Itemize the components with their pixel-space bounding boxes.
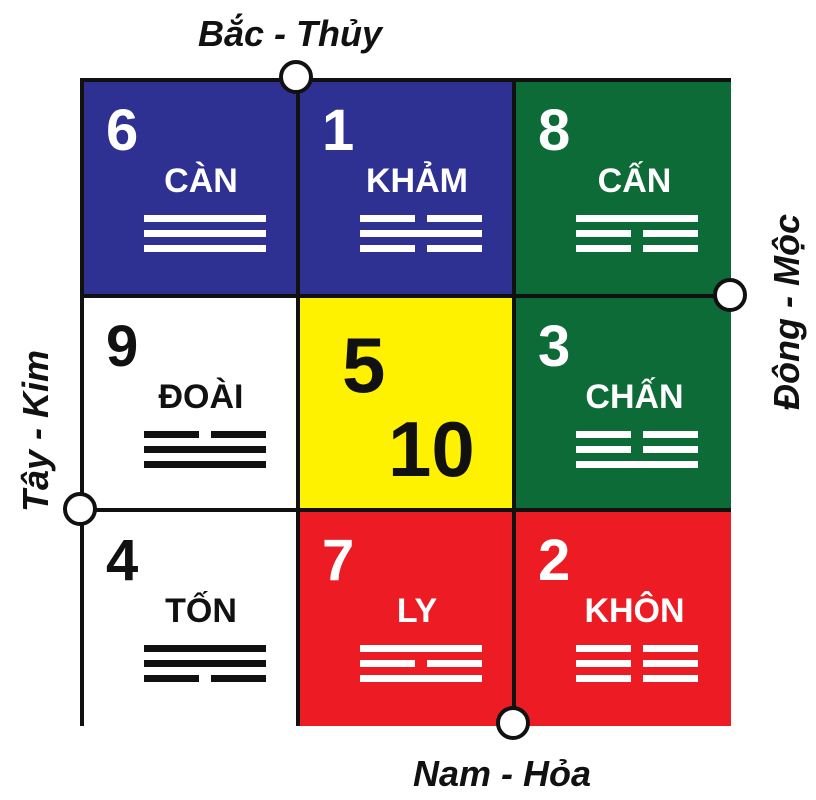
trigram-name: CẤN xyxy=(597,162,672,200)
trigram-name: TỐN xyxy=(165,592,237,630)
trigram-icon xyxy=(144,215,266,253)
trigram-broken-line-segment xyxy=(427,660,482,667)
trigram-broken-line-segment xyxy=(576,230,631,237)
trigram-name: ĐOÀI xyxy=(158,378,244,416)
trigram-solid-line xyxy=(144,230,266,237)
direction-label-north: Bắc - Thủy xyxy=(198,13,383,54)
cell-number: 1 xyxy=(322,98,355,163)
trigram-name: CHẤN xyxy=(585,378,684,416)
north-marker-circle xyxy=(279,60,313,94)
center-number-primary: 5 xyxy=(342,321,386,409)
trigram-solid-line xyxy=(144,245,266,252)
trigram-name: KHẢM xyxy=(366,162,468,200)
trigram-solid-line xyxy=(144,461,266,468)
east-marker-circle xyxy=(713,278,747,312)
cell-number: 7 xyxy=(322,528,355,593)
trigram-icon xyxy=(144,645,266,683)
trigram-icon xyxy=(576,431,698,469)
trigram-broken-line-segment xyxy=(427,245,482,252)
trigram-broken-line-segment xyxy=(576,446,631,453)
trigram-broken-line-segment xyxy=(360,215,415,222)
direction-label-west: Tây - Kim xyxy=(15,349,56,512)
trigram-broken-line-segment xyxy=(643,675,698,682)
cell-number: 8 xyxy=(538,98,571,163)
trigram-name: CÀN xyxy=(164,162,238,200)
trigram-broken-line-segment xyxy=(427,215,482,222)
trigram-solid-line xyxy=(576,461,698,468)
trigram-solid-line xyxy=(360,230,482,237)
trigram-broken-line-segment xyxy=(576,431,631,438)
trigram-broken-line-segment xyxy=(211,431,266,438)
trigram-icon xyxy=(360,645,482,683)
trigram-broken-line-segment xyxy=(144,675,199,682)
direction-label-south: Nam - Hỏa xyxy=(413,753,592,794)
cell-number: 3 xyxy=(538,314,571,379)
trigram-broken-line-segment xyxy=(643,660,698,667)
trigram-broken-line-segment xyxy=(643,230,698,237)
trigram-icon xyxy=(576,645,698,683)
trigram-broken-line-segment xyxy=(643,645,698,652)
trigram-broken-line-segment xyxy=(576,245,631,252)
trigram-solid-line xyxy=(144,645,266,652)
trigram-name: LY xyxy=(396,592,438,630)
direction-label-east: Đông - Mộc xyxy=(766,214,807,410)
trigram-solid-line xyxy=(144,215,266,222)
center-number-secondary: 10 xyxy=(388,405,475,493)
trigram-name: KHÔN xyxy=(584,592,685,630)
trigram-broken-line-segment xyxy=(643,446,698,453)
trigram-broken-line-segment xyxy=(576,645,631,652)
trigram-broken-line-segment xyxy=(360,660,415,667)
trigram-broken-line-segment xyxy=(643,431,698,438)
trigram-broken-line-segment xyxy=(576,660,631,667)
trigram-icon xyxy=(360,215,482,253)
cell-number: 2 xyxy=(538,528,571,593)
south-marker-circle xyxy=(496,706,530,740)
cell-number: 6 xyxy=(106,98,139,163)
trigram-solid-line xyxy=(360,645,482,652)
trigram-solid-line xyxy=(144,446,266,453)
trigram-broken-line-segment xyxy=(144,431,199,438)
trigram-broken-line-segment xyxy=(576,675,631,682)
trigram-broken-line-segment xyxy=(643,245,698,252)
trigram-solid-line xyxy=(144,660,266,667)
trigram-icon xyxy=(576,215,698,253)
trigram-broken-line-segment xyxy=(211,675,266,682)
trigram-icon xyxy=(144,431,266,469)
cell-number: 9 xyxy=(106,314,139,379)
trigram-broken-line-segment xyxy=(360,245,415,252)
west-marker-circle xyxy=(63,492,97,526)
trigram-solid-line xyxy=(360,675,482,682)
trigram-solid-line xyxy=(576,215,698,222)
cell-number: 4 xyxy=(106,528,139,593)
